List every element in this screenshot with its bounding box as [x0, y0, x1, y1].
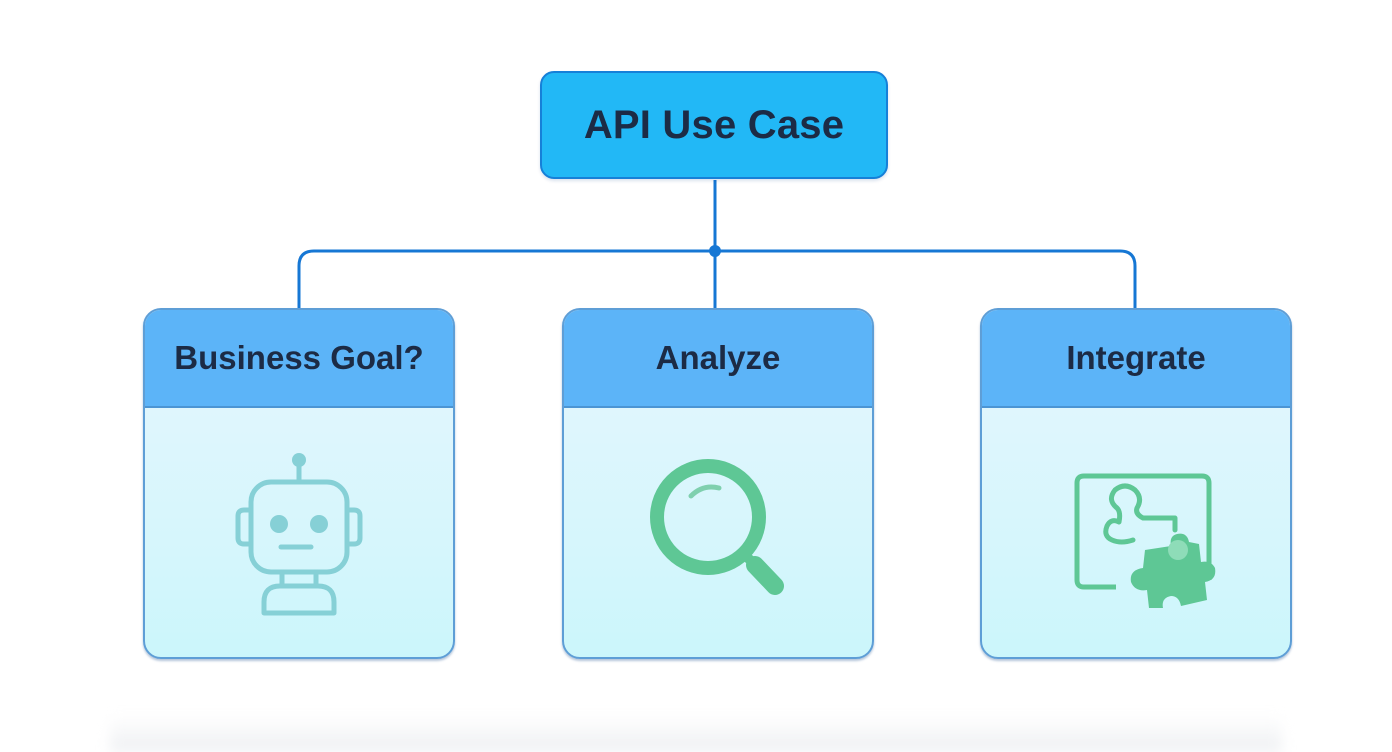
child-node-business-goal: Business Goal?: [143, 308, 455, 659]
child-node-header: Business Goal?: [145, 310, 453, 408]
child-node-label: Analyze: [655, 339, 781, 376]
child-node-body: [564, 408, 872, 657]
bottom-shadow: [110, 715, 1282, 752]
child-node-label: Business Goal?: [174, 339, 424, 376]
root-node: API Use Case: [540, 71, 888, 179]
child-node-body: [982, 408, 1290, 657]
magnifying-glass-icon: [650, 458, 784, 595]
child-node-header: Integrate: [982, 310, 1290, 408]
child-node-header: Analyze: [564, 310, 872, 408]
connector-junction-dot: [709, 245, 721, 257]
connector-horizontal-bar: [297, 249, 1137, 308]
puzzle-piece-icon: [1074, 473, 1216, 608]
child-node-body: [145, 408, 453, 657]
child-node-integrate: Integrate: [980, 308, 1292, 659]
root-node-label: API Use Case: [583, 102, 845, 147]
child-node-analyze: Analyze: [562, 308, 874, 659]
child-node-label: Integrate: [1066, 339, 1206, 376]
robot-icon: [235, 452, 363, 615]
